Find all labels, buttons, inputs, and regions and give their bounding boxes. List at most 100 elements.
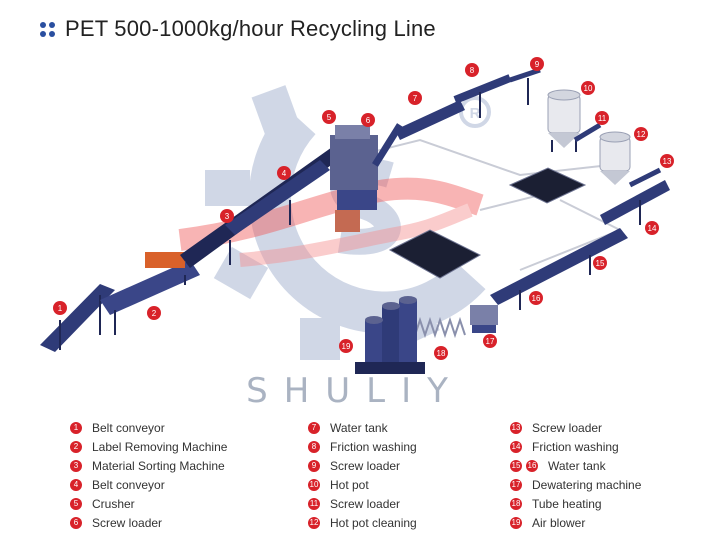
marker-circle [220,209,234,223]
marker-13: 13 [660,154,674,168]
legend-number-badge: 9 [308,459,320,472]
legend-label: Crusher [92,496,135,511]
machine-screw-loader-9 [509,67,541,105]
legend-label: Screw loader [532,420,603,435]
marker-circle [529,291,543,305]
marker-circle [339,339,353,353]
marker-19: 19 [339,339,353,353]
marker-circle [277,166,291,180]
marker-number: 17 [486,337,495,346]
marker-circle [634,127,648,141]
marker-circle [361,113,375,127]
marker-circle [408,91,422,105]
marker-number: 7 [413,94,418,103]
legend-label: Water tank [548,458,606,473]
machine-hot-pot-cleaning-12 [599,131,631,185]
machine-screw-loader-11 [573,122,602,143]
legend-label: Tube heating [532,496,602,511]
marker-circle [465,63,479,77]
marker-12: 12 [634,127,648,141]
legend-number-badge: 5 [70,497,82,510]
legend-item: 8 Friction washing [308,437,417,456]
marker-number: 12 [637,130,646,139]
legend-number-badge: 11 [308,497,320,510]
legend-number-badge: 14 [510,440,522,453]
marker-7: 7 [408,91,422,105]
legend-number-badge: 16 [526,459,538,472]
marker-number: 1 [58,304,63,313]
legend-number-badge: 3 [70,459,82,472]
marker-8: 8 [465,63,479,77]
marker-number: 6 [366,116,371,125]
legend-label: Screw loader [330,496,401,511]
legend-label: Friction washing [330,439,417,454]
marker-circle [645,221,659,235]
dots-icon [40,21,55,37]
legend-item: 7 Water tank [308,418,417,437]
marker-circle [483,334,497,348]
marker-circle [595,111,609,125]
legend-item: 6 Screw loader [70,513,227,532]
machine-friction-washing-8 [453,74,512,118]
legend-label: Hot pot cleaning [330,515,417,530]
legend-item: 11 Screw loader [308,494,417,513]
marker-circle [434,346,448,360]
marker-number: 9 [535,60,540,69]
legend-number-badge: 6 [70,516,82,529]
marker-15: 15 [593,256,607,270]
legend-item: 19 Air blower [510,513,641,532]
legend-item: 5 Crusher [70,494,227,513]
marker-circle [593,256,607,270]
marker-number: 10 [584,84,593,93]
machine-hot-pot-10 [547,89,581,152]
legend-number-badge: 10 [308,478,320,491]
header: PET 500-1000kg/hour Recycling Line [40,16,436,42]
marker-number: 13 [663,157,672,166]
legend-label: Dewatering machine [532,477,642,492]
marker-circle [530,57,544,71]
marker-circle [53,301,67,315]
marker-11: 11 [595,111,609,125]
marker-2: 2 [147,306,161,320]
marker-number: 2 [152,309,157,318]
legend-label: Air blower [532,515,586,530]
machine-water-tank-7 [395,100,465,140]
marker-6: 6 [361,113,375,127]
legend-number-badge: 7 [308,421,320,434]
legend-number-badge: 18 [510,497,522,510]
machine-crusher [330,125,378,232]
machine-belt-conveyor-1 [40,284,115,352]
legend-label: Material Sorting Machine [92,458,225,473]
marker-number: 18 [437,349,446,358]
legend-number-badge: 8 [308,440,320,453]
marker-number: 5 [327,113,332,122]
marker-16: 16 [529,291,543,305]
legend-label: Screw loader [92,515,163,530]
marker-circle [581,81,595,95]
legend-number-badge: 15 [510,459,522,472]
marker-number: 8 [470,66,475,75]
legend-label: Water tank [330,420,388,435]
machine-label-remover [100,252,200,335]
brand-watermark: SHULIY [246,371,464,411]
legend-number-badge: 1 [70,421,82,434]
marker-9: 9 [530,57,544,71]
marker-1: 1 [53,301,67,315]
legend-item: 18 Tube heating [510,494,641,513]
marker-circle [660,154,674,168]
machine-dewatering-17 [470,305,498,333]
legend-number-badge: 19 [510,516,522,529]
watermark-logo: R [205,85,491,360]
machine-water-tank-15-16 [490,228,628,310]
